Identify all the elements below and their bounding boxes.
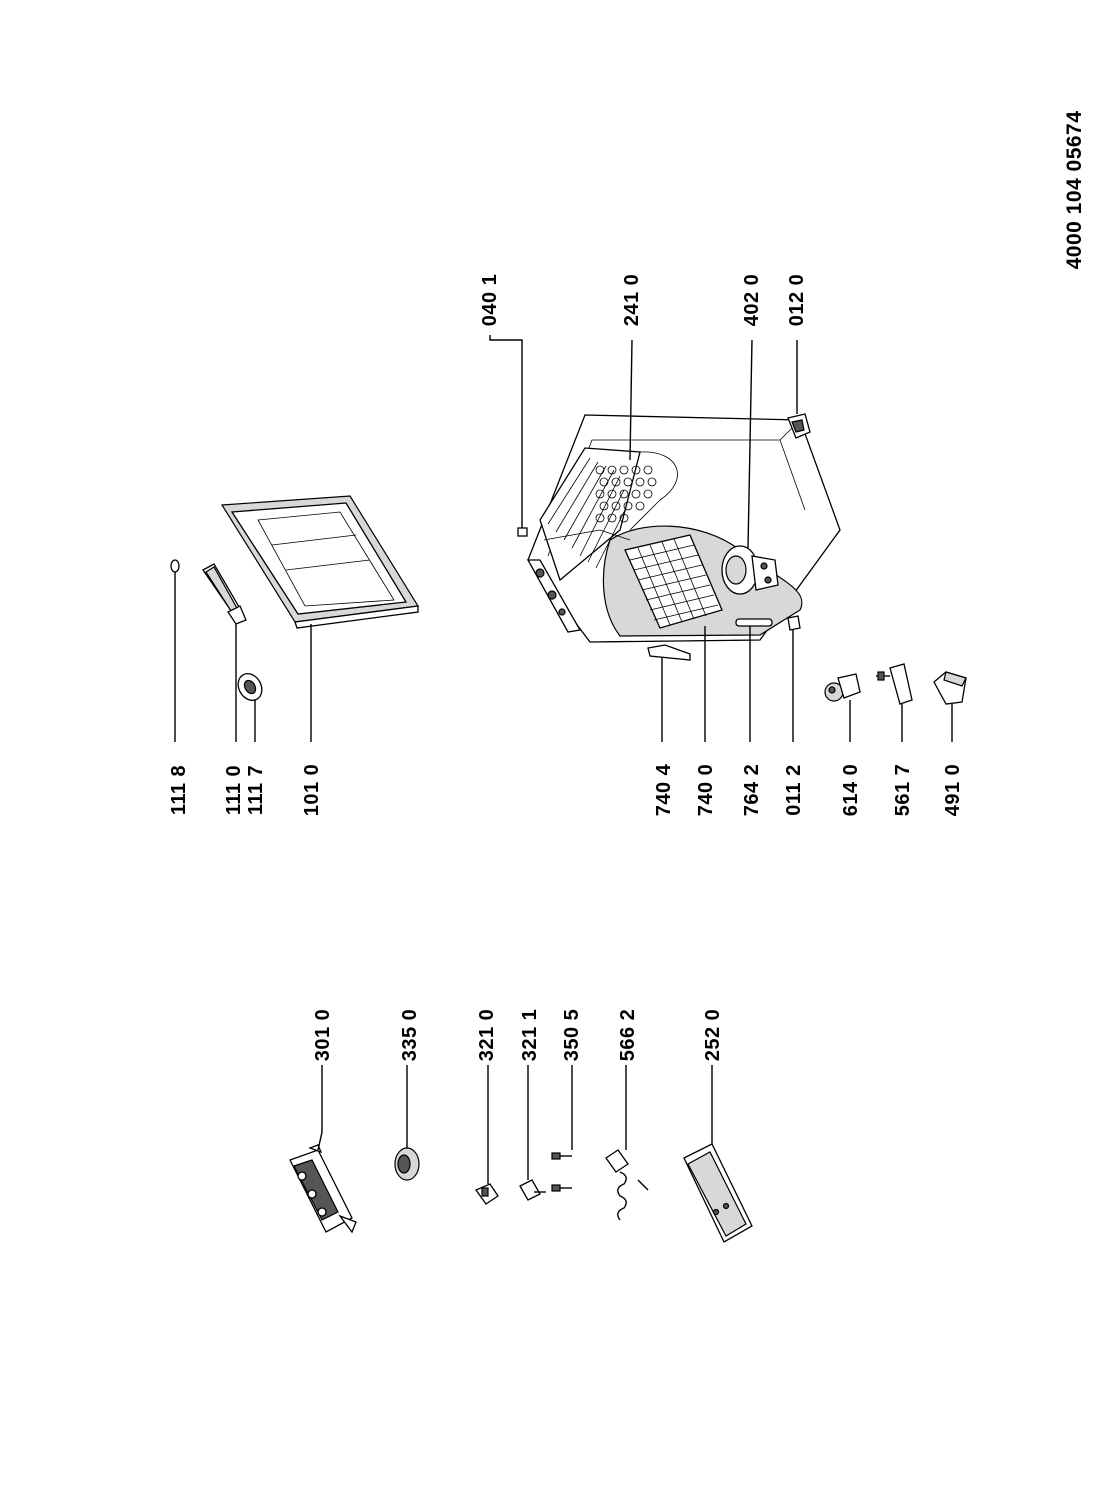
part-335-0-knob	[394, 1065, 420, 1181]
part-101-0-lid	[220, 495, 419, 742]
callout-566-2: 566 2	[617, 1009, 639, 1062]
callout-491-0: 491 0	[942, 764, 964, 817]
part-614-0-relay	[824, 673, 861, 742]
callout-402-0: 402 0	[741, 274, 763, 327]
callout-012-0: 012 0	[786, 274, 808, 327]
part-561-7-switch	[876, 663, 913, 742]
part-111-0-handle	[202, 563, 247, 742]
document-number: 4000 104 05674	[1063, 111, 1086, 270]
part-402-0-compressor	[721, 339, 779, 595]
part-111-7-ring	[237, 673, 263, 742]
part-764-2-drier	[735, 618, 773, 742]
callout-614-0: 614 0	[840, 764, 862, 817]
part-252-0-relay-box	[683, 1065, 753, 1243]
part-740-4-clip	[647, 644, 691, 742]
callout-301-0: 301 0	[312, 1009, 334, 1062]
part-321-1-lamp	[519, 1065, 546, 1201]
part-111-8-knob	[170, 559, 180, 742]
callout-350-5: 350 5	[561, 1009, 583, 1062]
callout-561-7: 561 7	[892, 764, 914, 817]
part-241-0-basket	[539, 339, 678, 582]
part-012-0-foot	[787, 340, 811, 439]
callout-040-1: 040 1	[479, 274, 501, 327]
callout-321-0: 321 0	[476, 1009, 498, 1062]
callout-111-0: 111 0	[223, 765, 245, 815]
callout-740-4: 740 4	[653, 763, 675, 816]
callout-241-0: 241 0	[621, 274, 643, 327]
callout-101-0: 101 0	[301, 764, 323, 817]
part-040-1-clip	[489, 335, 528, 537]
callout-111-7: 111 7	[245, 765, 267, 815]
callout-111-8: 111 8	[168, 765, 190, 815]
part-491-0-cover	[933, 671, 967, 742]
callout-335-0: 335 0	[399, 1009, 421, 1062]
callout-321-1: 321 1	[519, 1009, 541, 1062]
part-011-2-foot	[787, 615, 801, 742]
part-566-2-thermostat	[605, 1065, 649, 1221]
basket-dot-grid	[595, 465, 657, 523]
part-301-0-control-panel	[289, 1065, 357, 1234]
part-350-5-connectors	[551, 1065, 573, 1192]
callout-011-2: 011 2	[783, 764, 805, 815]
part-321-0-lamp-holder	[475, 1065, 499, 1205]
callout-252-0: 252 0	[702, 1009, 724, 1062]
callout-740-0: 740 0	[695, 764, 717, 817]
callout-764-2: 764 2	[741, 764, 763, 817]
condenser-grid	[624, 534, 723, 629]
